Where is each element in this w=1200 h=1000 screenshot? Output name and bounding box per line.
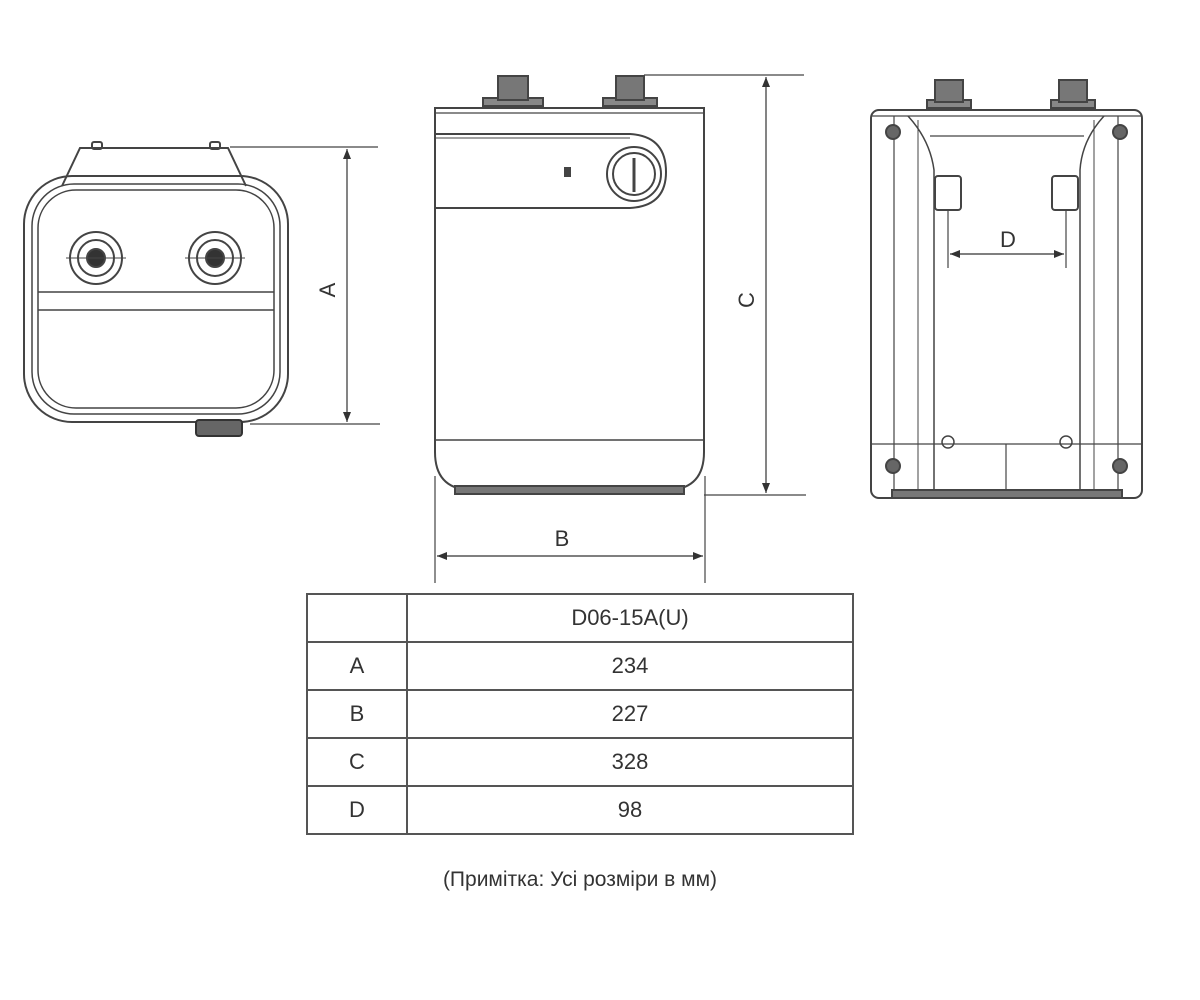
thermostat-knob (606, 146, 662, 202)
table-row: B 227 (306, 689, 854, 739)
rear-view-body (870, 109, 1143, 499)
table-row: D 98 (306, 785, 854, 835)
mounting-bracket-left (934, 175, 962, 211)
units-note: (Примітка: Усі розміри в мм) (442, 868, 718, 891)
rear-view (870, 79, 1143, 499)
dimension-label-b: B (555, 526, 570, 551)
front-view (434, 74, 806, 583)
table-row: A 234 (306, 641, 854, 691)
table-cell-value: 227 (406, 689, 854, 739)
top-view (23, 141, 380, 437)
dimension-label-a: A (315, 282, 340, 297)
table-cell-value: 328 (406, 737, 854, 787)
table-header-row: D06-15A(U) (306, 593, 854, 643)
table-header-model: D06-15A(U) (406, 593, 854, 643)
table-row: C 328 (306, 737, 854, 787)
dimension-label-d: D (1000, 227, 1016, 252)
table-cell-key: C (306, 737, 408, 787)
table-cell-value: 98 (406, 785, 854, 835)
table-cell-key: D (306, 785, 408, 835)
outlet-connector-top-view (185, 231, 245, 285)
table-cell-key: A (306, 641, 408, 691)
dimension-label-c: C (734, 292, 759, 308)
dimensions-table: D06-15A(U) A 234 B 227 C 328 D 98 (306, 593, 854, 835)
inlet-connector-top-view (66, 231, 126, 285)
front-view-body (434, 107, 705, 491)
mounting-bracket-right (1051, 175, 1079, 211)
table-cell-value: 234 (406, 641, 854, 691)
table-header-empty-cell (306, 593, 408, 643)
top-view-body-outer (23, 175, 289, 423)
table-cell-key: B (306, 689, 408, 739)
